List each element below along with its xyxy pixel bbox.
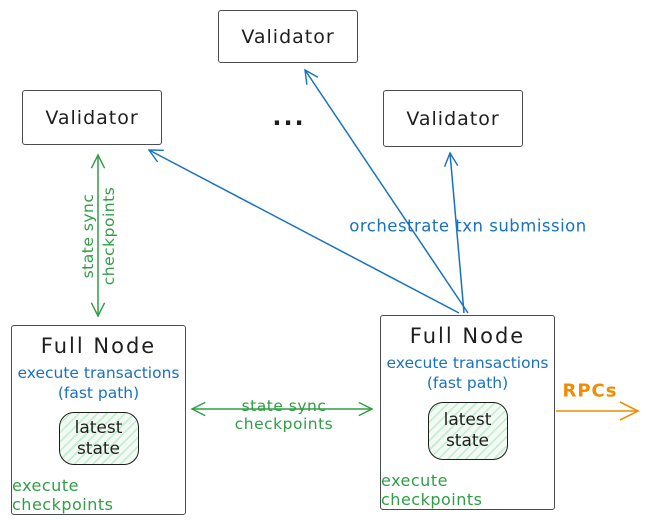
validator-label: Validator	[406, 107, 500, 130]
validator-box-left: Validator	[22, 90, 162, 145]
full-node-fast-path-note: execute transactions (fast path)	[17, 364, 180, 402]
execute-checkpoints-note: execute checkpoints	[381, 471, 483, 509]
rpcs-label: RPCs	[562, 380, 618, 402]
full-node-box-left: Full Node execute transactions (fast pat…	[11, 325, 186, 515]
full-node-title: Full Node	[409, 324, 526, 348]
more-validators-ellipsis: ...	[272, 103, 306, 131]
validator-label: Validator	[241, 25, 335, 48]
validator-box-top: Validator	[218, 10, 358, 63]
full-node-box-right: Full Node execute transactions (fast pat…	[380, 315, 555, 510]
full-node-fast-path-note: execute transactions (fast path)	[386, 354, 549, 392]
latest-state-box: latest state	[427, 402, 508, 460]
latest-state-box: latest state	[58, 412, 139, 465]
execute-checkpoints-note: execute checkpoints	[12, 476, 114, 514]
state-sync-horizontal-label: state sync checkpoints	[234, 397, 334, 433]
validator-box-right: Validator	[383, 90, 523, 147]
orchestrate-txn-arrows	[147, 68, 469, 314]
orchestrate-txn-label: orchestrate txn submission	[349, 216, 587, 236]
validator-label: Validator	[45, 106, 139, 129]
full-node-title: Full Node	[40, 334, 157, 358]
state-sync-vertical-label: state sync checkpoints	[79, 186, 118, 286]
